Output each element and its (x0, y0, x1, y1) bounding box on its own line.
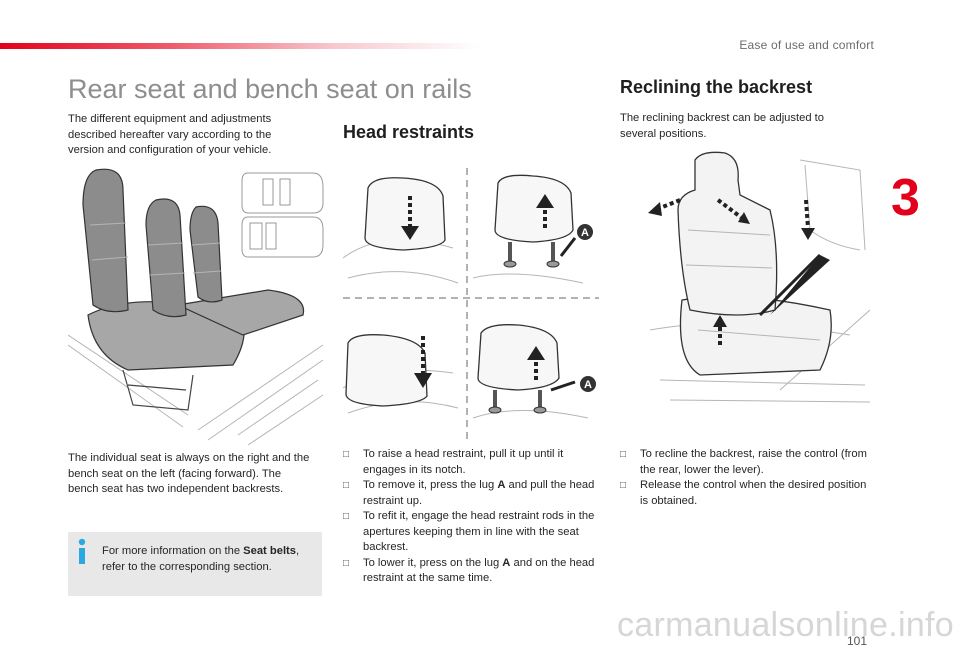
checkbox-bullet-icon: □ (343, 511, 350, 522)
list-item: □To lower it, press on the lug A and on … (343, 556, 595, 585)
reclining-instructions: □To recline the backrest, raise the cont… (620, 447, 875, 509)
list-item: □Release the control when the desired po… (620, 479, 867, 507)
list-item: □To refit it, engage the head restraint … (343, 510, 595, 553)
reclining-heading: Reclining the backrest (620, 77, 813, 97)
list-item: □To recline the backrest, raise the cont… (620, 448, 867, 476)
checkbox-bullet-icon: □ (343, 480, 350, 491)
lug-a-label-bottom: A (584, 379, 592, 391)
section-header: Ease of use and comfort (739, 38, 874, 52)
list-item: □To raise a head restraint, pull it up u… (343, 448, 564, 476)
checkbox-bullet-icon: □ (343, 557, 350, 569)
page-title: Rear seat and bench seat on rails (68, 74, 472, 104)
reclining-intro: The reclining backrest can be adjusted t… (620, 112, 824, 140)
body-paragraph: The individual seat is always on the rig… (68, 452, 310, 495)
head-restraints-instructions: □To raise a head restraint, pull it up u… (343, 447, 598, 587)
chapter-number: 3 (891, 169, 920, 227)
list-item: □To remove it, press the lug A and pull … (343, 479, 595, 507)
lug-a-label-top: A (581, 227, 589, 239)
reclining-seat-illustration (648, 151, 871, 403)
chapter-color-bar (0, 43, 480, 49)
watermark: carmanualsonline.info (616, 606, 954, 644)
info-text: For more information on the Seat belts, … (102, 545, 300, 573)
checkbox-bullet-icon: □ (620, 449, 627, 460)
info-icon (78, 538, 86, 564)
head-restraint-illustration: A A (343, 168, 599, 440)
seat-bench-illustration (68, 168, 324, 446)
head-restraints-heading: Head restraints (343, 122, 475, 142)
checkbox-bullet-icon: □ (343, 449, 350, 460)
page-number: 101 (846, 634, 867, 648)
info-box: For more information on the Seat belts, … (68, 532, 322, 596)
intro-paragraph: The different equipment and adjustments … (68, 113, 272, 156)
checkbox-bullet-icon: □ (620, 480, 627, 491)
